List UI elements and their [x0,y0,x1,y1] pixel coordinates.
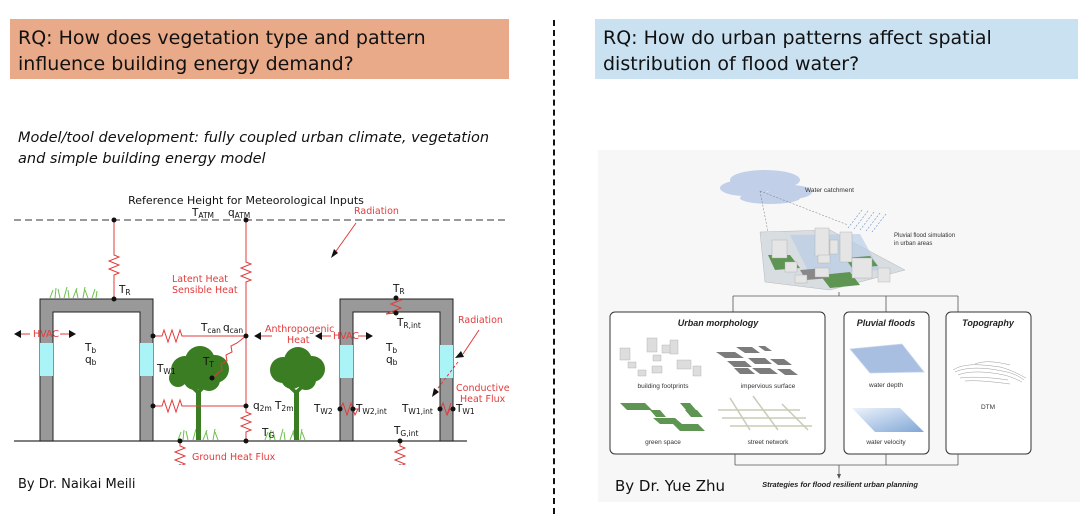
hvac-right-arrow-l [315,332,322,340]
radiation-right-arrowhead-2 [432,388,439,397]
water-catchment-label: Water catchment [805,187,854,194]
network-nodes [111,217,456,465]
model-subtitle: Model/tool development: fully coupled ur… [18,130,490,167]
grass-ground [177,428,306,441]
pluvial-sim-label-2: in urban areas [894,241,932,247]
water-velocity-icon [852,408,924,432]
water-depth-icon [849,343,925,374]
conductive-label: Conductive [456,383,510,394]
pluvial-sim-label-1: Pluvial flood simulation [894,233,955,239]
tree-right [270,347,325,440]
panel-divider [553,20,555,514]
connector-lines-top [732,292,959,312]
water-catchment-cloud [720,170,812,204]
anthropogenic-arrow [254,332,261,340]
radiation-arrow [333,222,357,255]
t-2m-label: T2m [274,400,294,413]
reference-height-label: Reference Height for Meteorological Inpu… [128,194,364,207]
anthropogenic-label: Anthropogenic [265,324,334,335]
ground-heat-flux-label: Ground Heat Flux [192,452,276,463]
t-r-int-label: TR,int [396,317,421,330]
author-right: By Dr. Yue Zhu [615,477,726,495]
q-2m-label: q2m [253,400,272,413]
dtm-label: DTM [981,404,995,411]
building-footprints-label: building footprints [638,383,690,390]
q-atm-label: qATM [228,207,250,220]
conductive-heat-flux-label: Heat Flux [460,394,506,405]
dtm-icon [952,361,1027,385]
conclusion-arrowhead [837,474,841,479]
thermal-network [107,220,480,465]
anthropogenic-heat-label: Heat [287,335,310,346]
grass-roof [49,286,98,299]
research-question-left: RQ: How does vegetation type and pattern… [10,19,509,79]
t-b-right-label: Tb [385,342,397,355]
green-space-label: green space [645,439,681,446]
catchment-lines [759,190,849,233]
t-atm-label: TATM [191,207,214,220]
street-network-label: street network [748,439,790,446]
t-w1-left-label: TW1 [156,363,176,376]
radiation-top-label: Radiation [354,206,399,217]
left-building [39,298,154,442]
impervious-surface-label: impervious surface [741,383,796,390]
author-left: By Dr. Naikai Meili [18,477,136,492]
q-b-right-label: qb [386,354,398,367]
t-can-label: Tcan [200,322,221,335]
q-can-label: qcan [223,322,243,335]
t-b-left-label: Tb [84,342,96,355]
t-w2-int-label: TW2,int [355,403,387,416]
street-network-icon [718,395,812,431]
hvac-left-arrow-l [14,330,21,338]
t-w2-label: TW2 [313,403,333,416]
topography-box [945,311,1032,455]
rain-lines [847,209,887,233]
urban-block-3d [759,227,906,291]
hvac-right-arrow-r [366,332,373,340]
t-g-label: TG [261,427,274,440]
building-footprints-icon [619,337,702,377]
hvac-right-label: HVAC [333,331,359,342]
urban-morphology-title: Urban morphology [678,318,759,328]
water-depth-label: water depth [868,382,903,389]
t-r-right-label: TR [392,283,405,296]
t-g-int-label: TG,int [393,425,418,438]
radiation-arrowhead [331,249,338,258]
water-velocity-label: water velocity [865,439,906,446]
t-w1-right-label: TW1 [455,403,475,416]
tree-left [169,346,229,440]
flood-diagram: Water catchment Pluvial flood simulation… [609,170,1032,489]
q-b-left-label: qb [85,354,97,367]
conclusion-label: Strategies for flood resilient urban pla… [762,480,918,489]
research-question-right: RQ: How do urban patterns affect spatial… [595,19,1078,79]
hvac-left-label: HVAC [33,329,59,340]
pluvial-floods-title: Pluvial floods [857,318,916,328]
t-w1-int-label: TW1,int [401,403,433,416]
radiation-right-label: Radiation [458,315,503,326]
impervious-surface-icon [716,346,798,375]
hvac-left-arrow-r [69,330,76,338]
t-t-label: TT [202,356,214,369]
latent-heat-label: Latent Heat [172,274,228,285]
green-space-icon [620,403,705,431]
topography-title: Topography [962,318,1015,328]
t-r-left-label: TR [118,284,131,297]
connector-lines-bottom [734,454,959,476]
radiation-right-arrowhead-1 [455,351,464,358]
right-building [339,298,454,442]
urban-energy-diagram: Reference Height for Meteorological Inpu… [14,194,510,465]
sensible-heat-label: Sensible Heat [172,285,238,296]
